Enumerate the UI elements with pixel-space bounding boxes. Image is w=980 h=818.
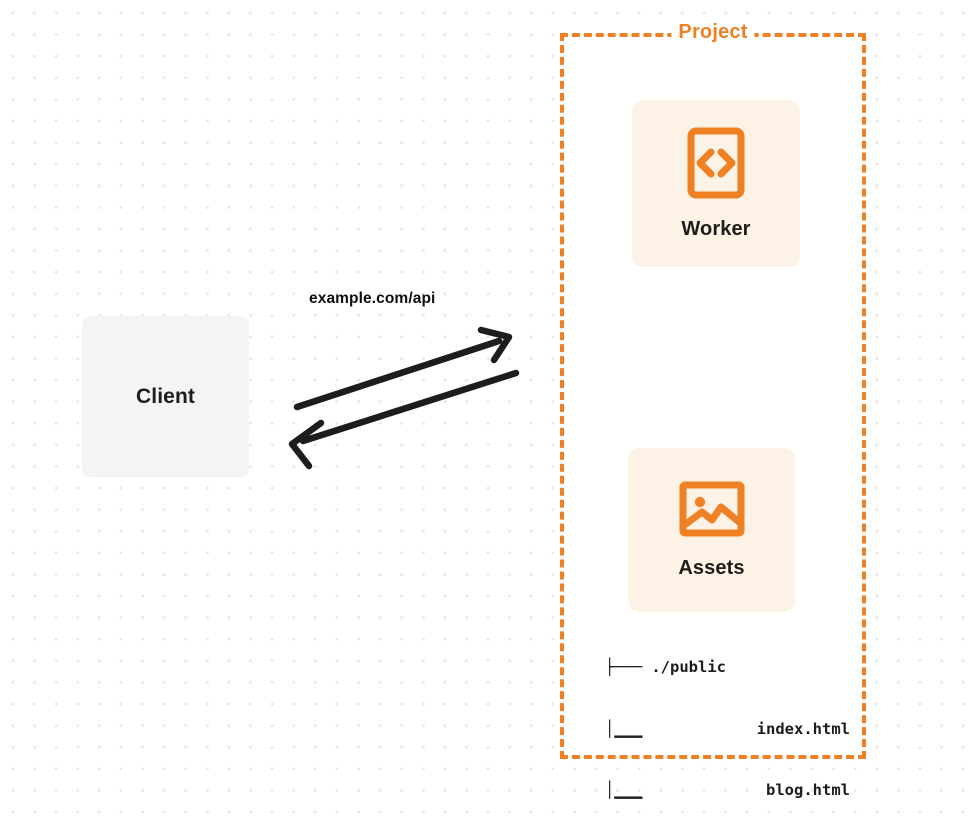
file-tree-row: │▁▁▁ blog.html (605, 780, 850, 801)
tree-item-name: ./public (651, 658, 726, 676)
assets-card-label: Assets (678, 557, 745, 579)
client-node-label: Client (136, 384, 195, 408)
assets-file-tree: ├─── ./public │▁▁▁ index.html │▁▁▁ blog.… (605, 616, 850, 818)
tree-item-name: index.html (756, 719, 850, 738)
image-icon (679, 480, 745, 543)
tree-branch-glyph: │▁▁▁ (605, 719, 643, 738)
project-group: Project Worker Assets (560, 21, 866, 799)
client-node[interactable]: Client (82, 316, 249, 477)
tree-item-name: blog.html (766, 781, 850, 799)
tree-branch-glyph: │▁▁▁ (605, 781, 643, 799)
edge-label: example.com/api (309, 290, 436, 307)
project-title: Project (671, 21, 755, 44)
response-arrow (288, 369, 520, 470)
tree-branch-glyph: ├─── (605, 658, 643, 676)
code-brackets-icon (687, 127, 745, 204)
worker-card[interactable]: Worker (632, 100, 800, 267)
request-arrow (293, 326, 513, 411)
worker-card-label: Worker (681, 217, 751, 240)
file-tree-row: │▁▁▁ index.html (605, 719, 850, 740)
assets-card[interactable]: Assets (628, 448, 795, 612)
file-tree-row: ├─── ./public (605, 657, 850, 678)
